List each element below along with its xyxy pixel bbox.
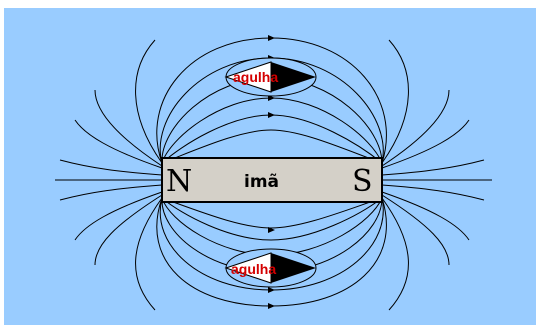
compass-needle-bottom: agulha <box>224 248 317 288</box>
compass-needle-top: agulha <box>224 57 317 97</box>
needle-label: agulha <box>231 261 276 277</box>
bar-magnet: N S imã <box>161 157 383 203</box>
needle-dark-half <box>271 62 316 92</box>
field-lines-top <box>74 37 470 169</box>
needle-label: agulha <box>233 69 278 85</box>
needle-dark-half <box>271 253 316 283</box>
north-pole-label: N <box>166 164 192 199</box>
south-pole-label: S <box>352 164 373 199</box>
magnet-name-label: imã <box>244 172 279 192</box>
magnet-body <box>161 157 383 203</box>
field-lines-axial <box>55 159 492 201</box>
